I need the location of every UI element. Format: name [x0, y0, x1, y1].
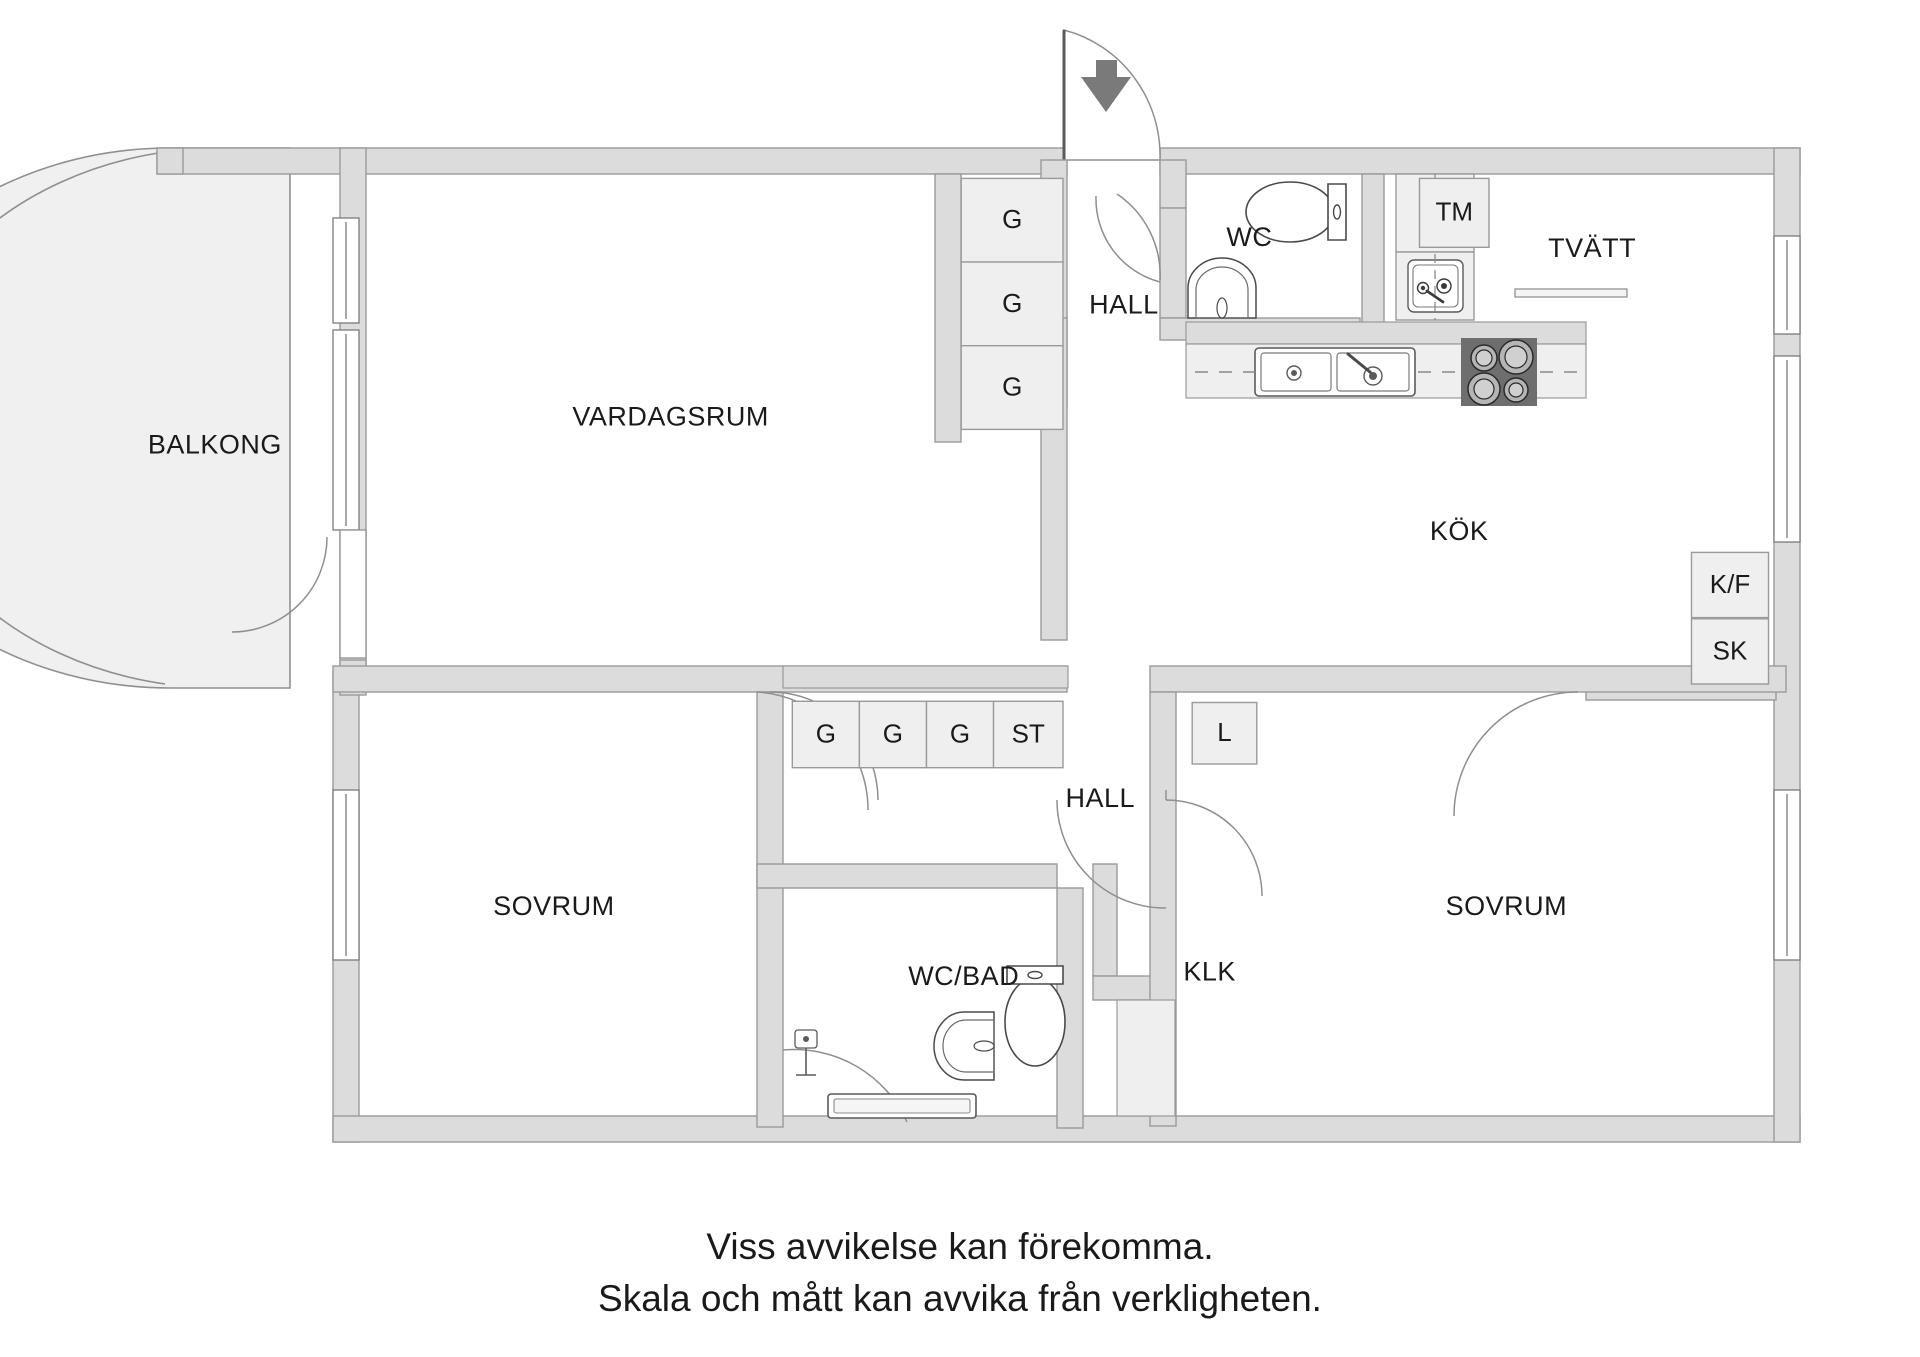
washbasin-icon	[1187, 257, 1257, 319]
bathtub-icon	[827, 1093, 977, 1119]
wcbad-fixtures	[794, 965, 1066, 1119]
washbasin-icon	[933, 1011, 995, 1081]
closet-g-5-label: G	[883, 718, 903, 748]
closet-sk-label: SK	[1713, 635, 1748, 665]
room-label-tvatt: TVÄTT	[1548, 233, 1636, 263]
closet-g-2[interactable]: G	[960, 261, 1064, 347]
interior-walls-middle	[332, 665, 1787, 1129]
closet-sk[interactable]: SK	[1690, 618, 1770, 685]
room-label-kok: KÖK	[1430, 516, 1489, 546]
stove-icon	[1460, 337, 1538, 407]
room-label-klk: KLK	[1183, 956, 1236, 986]
windows	[332, 217, 1801, 961]
closet-l-label: L	[1217, 717, 1231, 747]
closet-g-5[interactable]: G	[858, 700, 928, 769]
entrance-arrow-icon	[1081, 60, 1131, 112]
room-label-hall-top: HALL	[1089, 289, 1159, 319]
room-label-wcbad: WC/BAD	[908, 961, 1019, 991]
kitchen-counter	[1185, 321, 1587, 407]
closet-boxes: G G G TM K/F SK G G G ST L	[791, 177, 1770, 769]
closet-g-6-label: G	[950, 718, 970, 748]
closet-l[interactable]: L	[1191, 701, 1258, 765]
closet-g-1[interactable]: G	[960, 177, 1064, 263]
closet-st[interactable]: ST	[992, 700, 1064, 769]
room-label-sovrum-right: SOVRUM	[1446, 891, 1568, 921]
closet-g-3[interactable]: G	[960, 345, 1064, 431]
closet-g-4-label: G	[816, 718, 836, 748]
closet-kf-label: K/F	[1710, 569, 1750, 599]
closet-g-2-label: G	[1002, 288, 1022, 318]
disclaimer-line-2: Skala och mått kan avvika från verklighe…	[598, 1278, 1322, 1319]
closet-st-label: ST	[1012, 718, 1045, 748]
room-labels: BALKONG VARDAGSRUM HALL WC TVÄTT KÖK HALL SOVRU…	[148, 222, 1636, 991]
disclaimer-line-1: Viss avvikelse kan förekomma.	[706, 1226, 1213, 1267]
closet-g-1-label: G	[1002, 204, 1022, 234]
kitchen-sink-icon	[1254, 347, 1416, 397]
shower-icon	[794, 1029, 818, 1076]
room-label-sovrum-left: SOVRUM	[493, 891, 615, 921]
room-label-balkong: BALKONG	[148, 430, 282, 460]
closet-tm-label: TM	[1436, 197, 1474, 227]
room-label-wc-top: WC	[1226, 222, 1272, 252]
closet-tm[interactable]: TM	[1418, 177, 1490, 248]
closet-g-3-label: G	[1002, 371, 1022, 401]
room-label-vardagsrum: VARDAGSRUM	[572, 401, 769, 431]
room-label-hall-mid: HALL	[1066, 783, 1136, 813]
balcony-area	[0, 147, 328, 689]
closet-g-4[interactable]: G	[791, 700, 861, 769]
closet-kf[interactable]: K/F	[1690, 551, 1770, 619]
closet-g-6[interactable]: G	[925, 700, 995, 769]
